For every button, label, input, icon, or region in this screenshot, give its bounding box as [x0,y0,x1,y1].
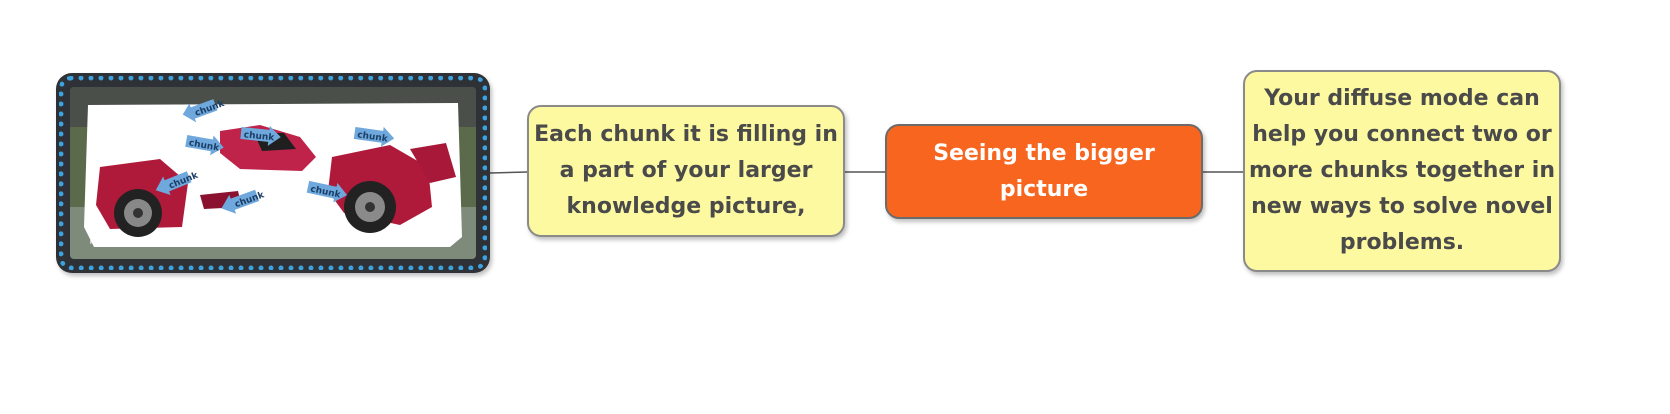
node-central-topic[interactable]: Seeing the bigger picture [885,124,1203,219]
node-diffuse-mode-text: Your diffuse mode can help you connect t… [1249,86,1555,255]
node-chunk-fill-text: Each chunk it is filling in a part of yo… [534,122,838,219]
svg-text:chunk: chunk [357,130,390,144]
car-pieces [96,125,456,237]
puzzle-car-picture: chunk chunk chunk chunk [70,87,476,259]
central-topic-text: Seeing the bigger picture [933,140,1155,202]
svg-text:chunk: chunk [243,130,275,143]
node-puzzle-car-image[interactable]: chunk chunk chunk chunk [56,73,490,273]
chunk-tag-4: chunk [353,126,395,147]
connector-image-to-chunk-fill [489,171,528,174]
chunk-tags: chunk chunk chunk chunk [155,99,395,214]
node-chunk-fill[interactable]: Each chunk it is filling in a part of yo… [527,105,845,237]
node-diffuse-mode[interactable]: Your diffuse mode can help you connect t… [1243,70,1561,272]
chunk-tag-3: chunk [240,125,281,146]
